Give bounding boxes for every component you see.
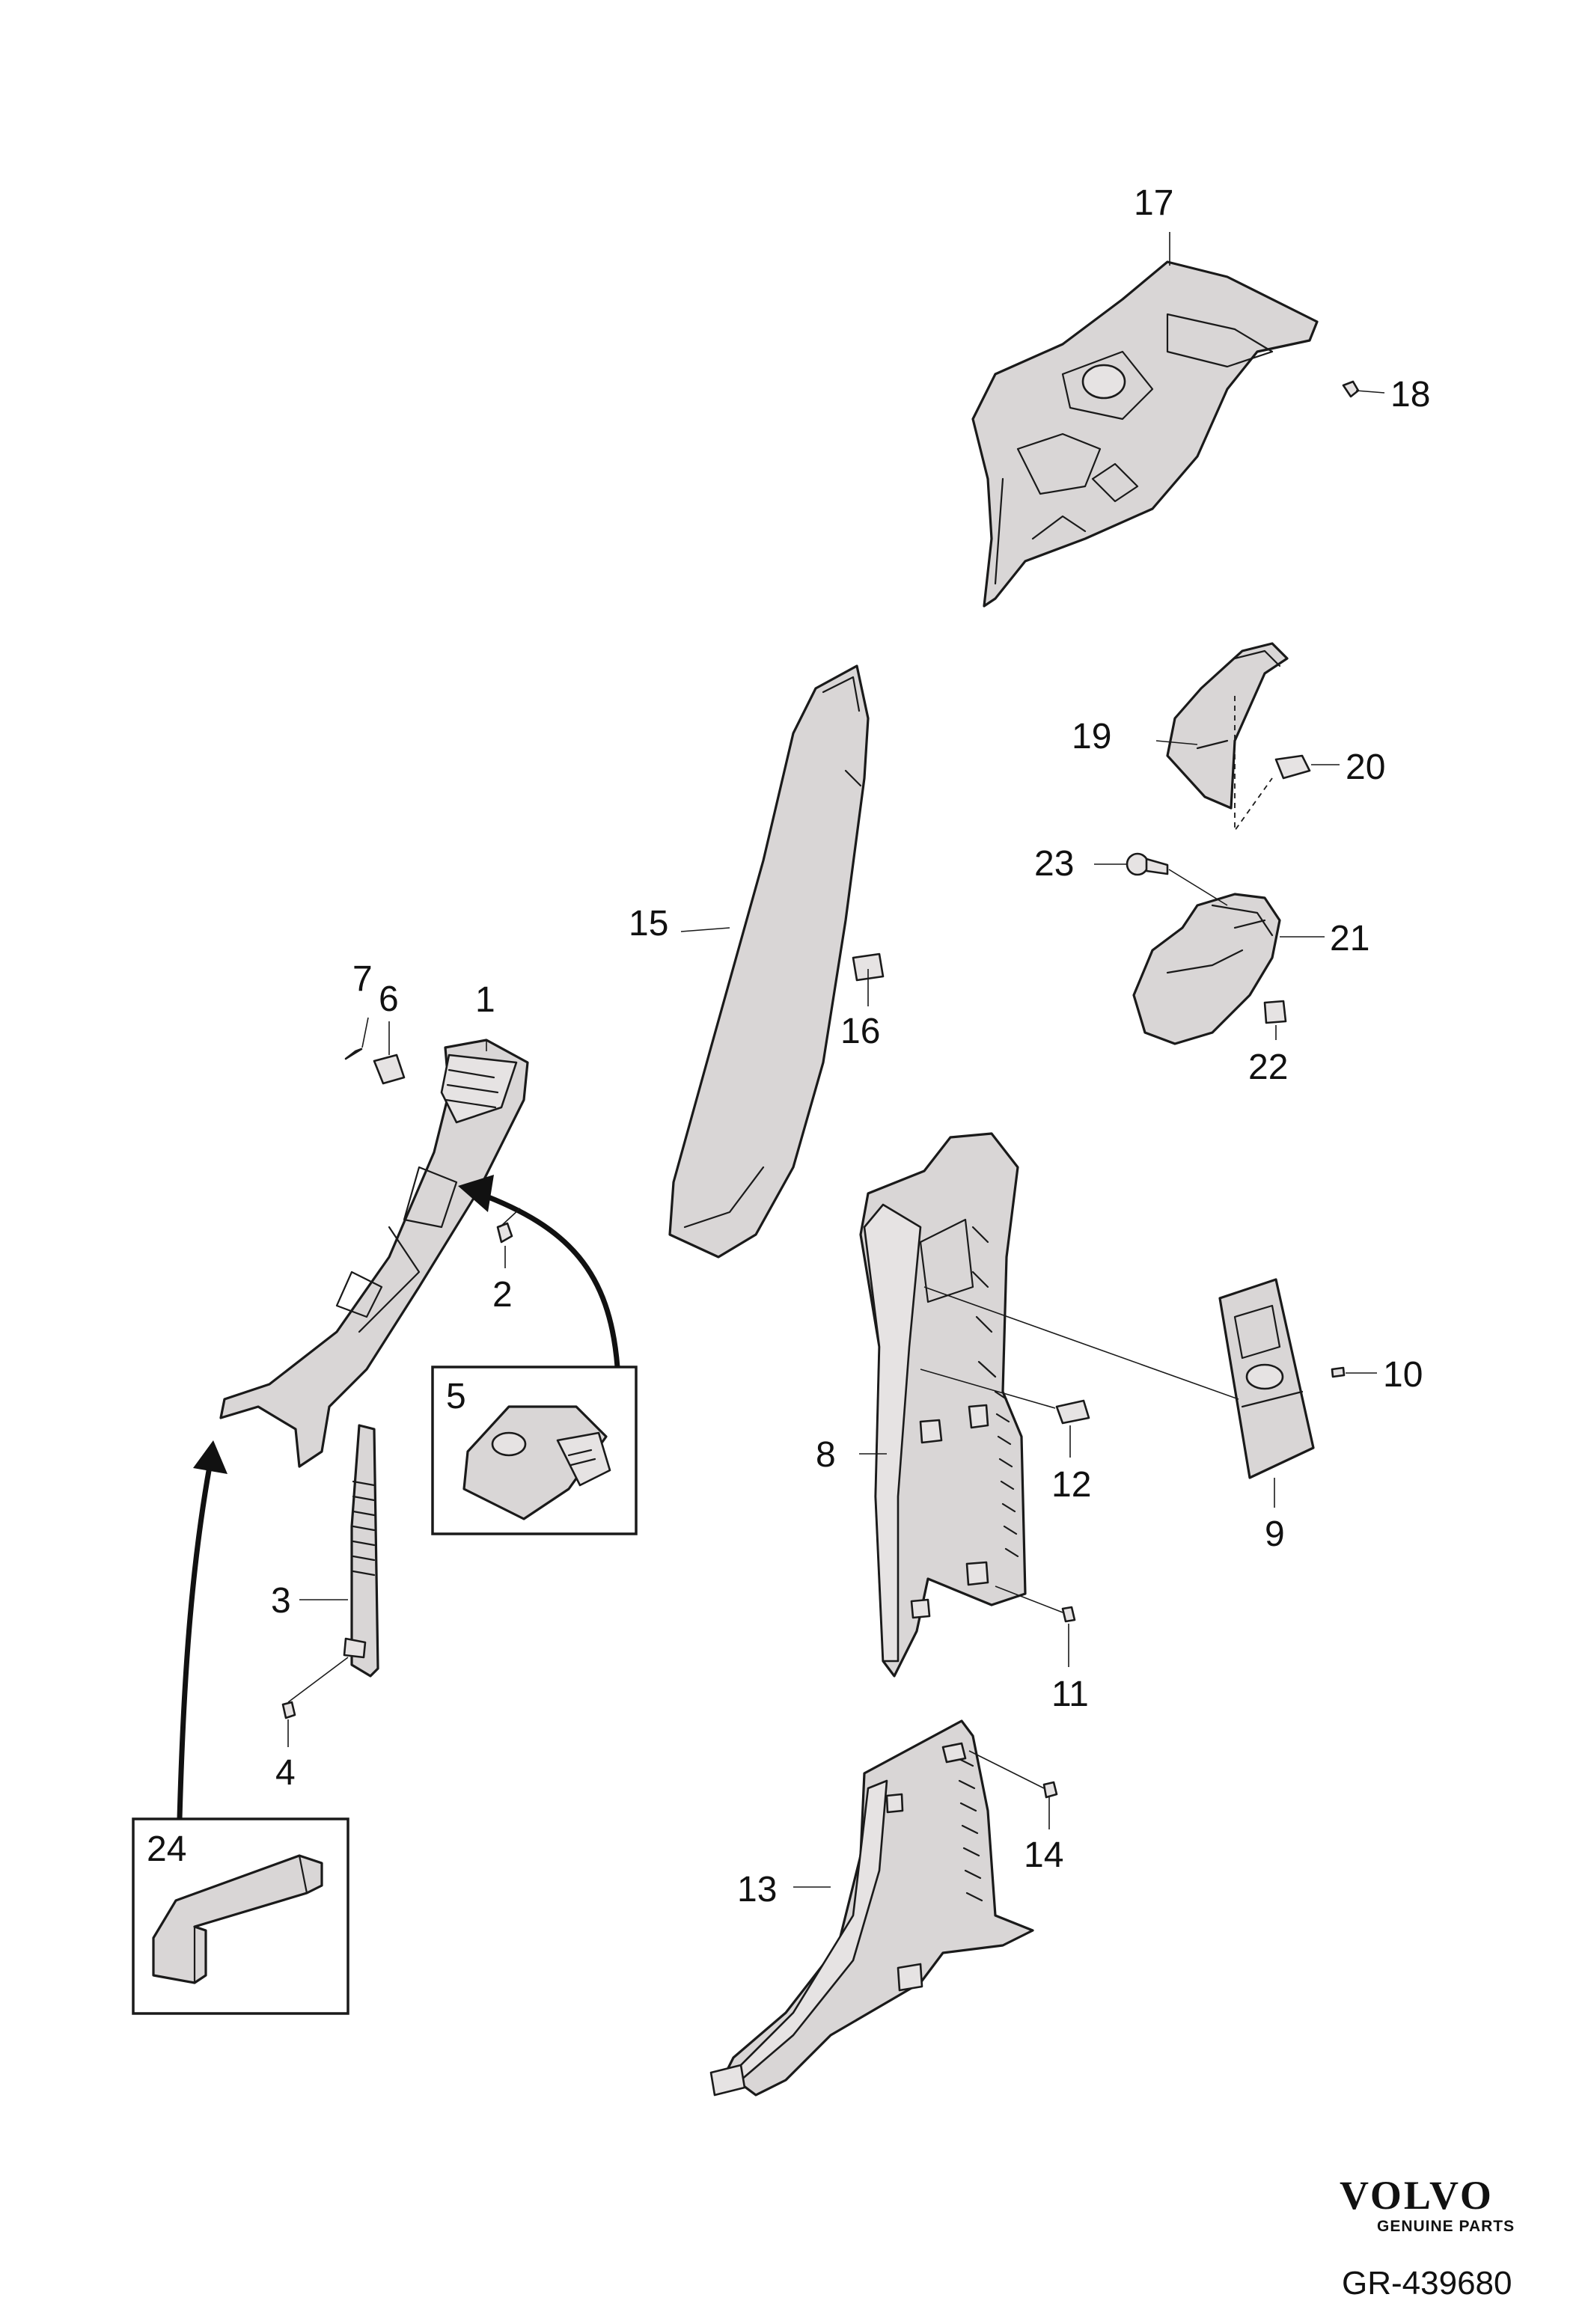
callout-1: 1 (475, 980, 495, 1020)
part-21-belt-guide[interactable] (1132, 893, 1281, 1045)
callout-7: 7 (352, 959, 373, 999)
callout-21: 21 (1330, 919, 1369, 958)
callout-24: 24 (147, 1829, 186, 1869)
part-3-lower-trim-strip[interactable] (343, 1424, 379, 1678)
part-16-clip[interactable] (852, 952, 885, 982)
callout-16: 16 (840, 1012, 880, 1051)
callout-11: 11 (1051, 1675, 1089, 1714)
part-1-a-pillar-trim[interactable] (219, 1039, 529, 1468)
callout-18: 18 (1390, 375, 1430, 415)
callout-2: 2 (492, 1275, 513, 1315)
part-22-clip[interactable] (1263, 1000, 1287, 1024)
part-19-hook-cover[interactable] (1166, 642, 1289, 810)
callout-labels: 17 18 19 20 23 21 22 15 16 7 6 1 2 5 3 4… (147, 183, 1430, 1909)
part-7-pin[interactable] (344, 1048, 363, 1060)
part-2-clip[interactable] (496, 1222, 513, 1244)
drawing-code: GR-439680 (1342, 2265, 1512, 2302)
genuine-parts-text: GENUINE PARTS (1377, 2218, 1515, 2235)
callout-19: 19 (1072, 717, 1111, 756)
callout-10: 10 (1383, 1355, 1423, 1395)
callout-17: 17 (1134, 183, 1173, 223)
part-13-lower-rear-trim[interactable] (709, 1719, 1034, 2097)
part-8-pillar-lower-trim[interactable] (859, 1132, 1027, 1678)
part-20-clip[interactable] (1274, 754, 1311, 780)
part-12-clip[interactable] (1055, 1399, 1090, 1425)
part-14-clip[interactable] (1042, 1781, 1058, 1799)
part-9-adjuster-cover[interactable] (1218, 1278, 1315, 1479)
arrow-inset-24-to-part-1 (177, 1440, 227, 1820)
callout-8: 8 (816, 1435, 836, 1475)
callout-3: 3 (271, 1581, 291, 1621)
callout-23: 23 (1034, 844, 1074, 884)
callout-15: 15 (629, 904, 668, 944)
volvo-logo-text: VOLVO (1340, 2173, 1494, 2218)
part-17-rear-upper-panel[interactable] (971, 260, 1319, 608)
callout-22: 22 (1248, 1048, 1288, 1087)
arrow-inset-5-to-part-1 (458, 1175, 620, 1368)
part-10-pin[interactable] (1331, 1366, 1346, 1378)
leader-lines (287, 232, 1385, 1888)
callout-14: 14 (1024, 1835, 1063, 1875)
footer-branding: VOLVO GENUINE PARTS GR-439680 (1340, 2173, 1515, 2302)
part-15-pillar-upper-trim[interactable] (668, 664, 870, 1259)
part-6-bolt[interactable] (373, 1054, 406, 1085)
callout-4: 4 (275, 1753, 296, 1793)
callout-13: 13 (737, 1870, 777, 1909)
callout-20: 20 (1346, 747, 1385, 787)
part-18-clip[interactable] (1342, 380, 1360, 398)
part-23-screw[interactable] (1126, 852, 1169, 876)
inset-box-part-5[interactable] (431, 1366, 638, 1535)
inset-box-part-24[interactable] (132, 1817, 349, 2015)
callout-5: 5 (446, 1377, 466, 1416)
callout-9: 9 (1265, 1514, 1285, 1554)
callout-12: 12 (1051, 1465, 1091, 1505)
callout-6: 6 (379, 979, 399, 1019)
part-11-clip[interactable] (1061, 1606, 1076, 1623)
part-4-clip[interactable] (281, 1701, 296, 1719)
